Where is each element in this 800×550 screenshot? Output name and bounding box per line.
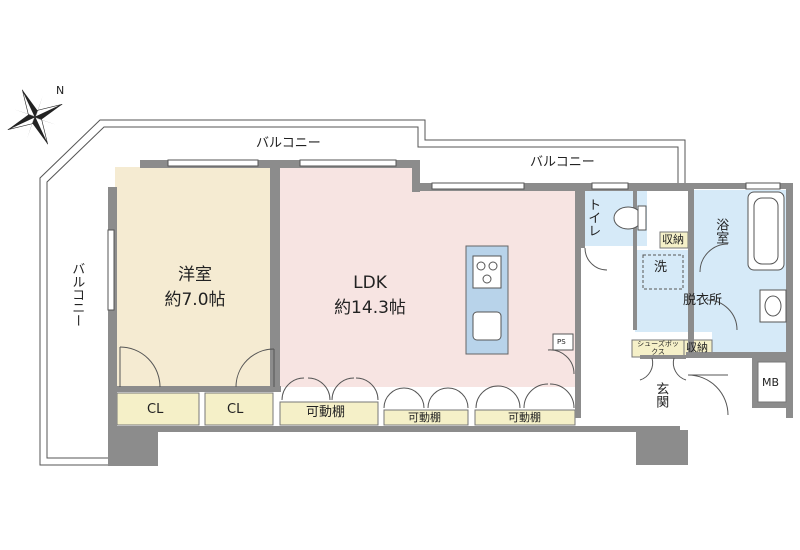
bathtub-inner bbox=[753, 197, 779, 265]
balcony-outline bbox=[39, 119, 686, 466]
closet-2-label: CL bbox=[227, 402, 244, 417]
western-room-floor bbox=[115, 167, 275, 387]
closet-2 bbox=[204, 392, 274, 426]
washer-label: 洗 bbox=[654, 260, 668, 275]
washbasin bbox=[759, 289, 787, 323]
western-room-name: 洋室 bbox=[178, 265, 212, 285]
door-swings bbox=[119, 243, 738, 416]
burner bbox=[482, 274, 492, 284]
balcony-label-left: バルコニー bbox=[69, 262, 85, 327]
entrance-label: 玄関 bbox=[653, 382, 669, 408]
toilet-tank bbox=[637, 205, 647, 231]
washbasin-bowl bbox=[764, 295, 782, 317]
toilet-label: トイレ bbox=[585, 198, 601, 237]
movable-shelf-1 bbox=[279, 401, 379, 426]
ps-box bbox=[552, 333, 574, 351]
balcony-label-top-right: バルコニー bbox=[530, 155, 595, 170]
burner bbox=[476, 261, 486, 271]
washer-space bbox=[642, 254, 684, 290]
western-room-size: 約7.0帖 bbox=[164, 290, 226, 310]
bathtub bbox=[747, 191, 785, 271]
movable-shelf-1-label: 可動棚 bbox=[306, 405, 346, 420]
mb-label: MB bbox=[762, 376, 780, 389]
ps-label: PS bbox=[557, 338, 566, 346]
burner bbox=[488, 261, 498, 271]
kitchen-sink bbox=[472, 311, 502, 341]
movable-shelf-2-label: 可動棚 bbox=[408, 411, 441, 424]
bath-label: 浴室 bbox=[713, 218, 729, 244]
balcony-label-top-left: バルコニー bbox=[256, 136, 321, 151]
toilet-storage-label: 収納 bbox=[662, 233, 684, 246]
shoe-box-label: シューズボックス bbox=[637, 340, 679, 356]
dressing-label: 脱衣所 bbox=[683, 293, 723, 308]
dressing-lower-floor bbox=[712, 330, 790, 352]
ldk-size: 約14.3帖 bbox=[334, 298, 406, 318]
closet-1-label: CL bbox=[147, 402, 164, 417]
movable-shelf-2 bbox=[383, 409, 469, 426]
movable-shelf-3-label: 可動棚 bbox=[508, 411, 541, 424]
mb-box bbox=[757, 361, 787, 403]
ldk-name: LDK bbox=[353, 273, 387, 293]
windows bbox=[107, 159, 781, 311]
hall-storage-label: 収納 bbox=[686, 341, 708, 354]
closet-1 bbox=[116, 392, 200, 426]
compass-north-label: N bbox=[56, 84, 65, 97]
